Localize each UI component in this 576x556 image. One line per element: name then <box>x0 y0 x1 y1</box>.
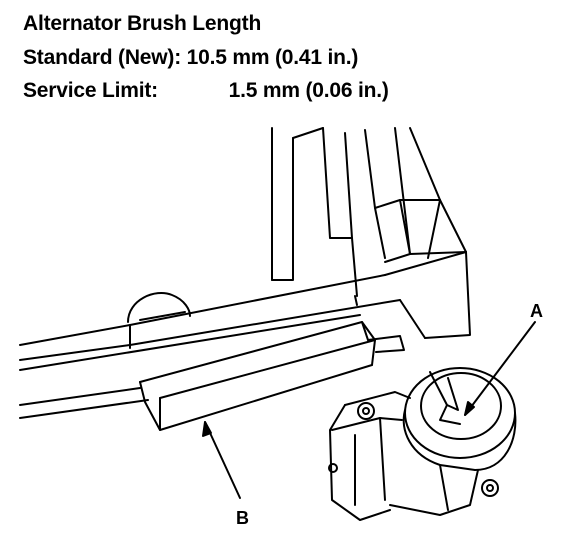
caliper-jaws <box>271 127 471 339</box>
depth-bar <box>19 321 405 431</box>
spec-limit-row: Service Limit: 1.5 mm (0.06 in.) <box>23 79 389 103</box>
callout-label-b: B <box>236 508 249 528</box>
leader-lines <box>202 321 536 499</box>
spec-standard-value: 10.5 mm (0.41 in.) <box>186 46 359 69</box>
spec-title-text: Alternator Brush Length <box>23 12 262 35</box>
spec-standard-label: Standard (New): <box>23 46 182 69</box>
spec-limit-label: Service Limit: <box>23 79 158 102</box>
caliper-beam <box>19 251 467 371</box>
spec-limit-value: 1.5 mm (0.06 in.) <box>228 79 389 102</box>
leader-line-b <box>204 421 241 499</box>
spec-title: Alternator Brush Length <box>23 12 261 36</box>
arrowhead-a-icon <box>464 401 475 416</box>
leader-line-a <box>464 321 536 416</box>
callout-label-a: A <box>530 301 543 321</box>
spec-standard-row: Standard (New): 10.5 mm (0.41 in.) <box>23 46 358 70</box>
brush-holder <box>328 367 517 521</box>
arrowhead-b-icon <box>202 421 212 437</box>
